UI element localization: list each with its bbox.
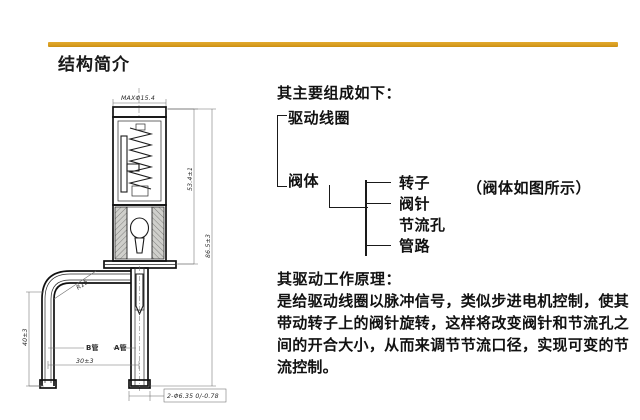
page-title: 结构简介 [58,55,130,75]
part-pipeline: 管路 [365,236,545,257]
composition-tree: 驱动线圈 阀体 转子 阀针 节流孔 管路 （阀体如图所示） [277,107,637,256]
inner-bracket [365,180,367,256]
svg-text:86.5±3: 86.5±3 [205,234,212,258]
part-rotor: 转子 [365,173,545,194]
dim-height-upper: 53.4±1 [168,108,198,265]
composition-block: 其主要组成如下： 驱动线圈 阀体 转子 阀针 节流孔 管路 [277,82,637,256]
principle-heading: 其驱动工作原理： [277,270,402,288]
svg-text:MAXΦ15.4: MAXΦ15.4 [121,95,155,102]
svg-text:53.4±1: 53.4±1 [187,167,194,191]
outlet-tube-a [130,266,149,393]
dim-left-vertical: 40±3 [22,291,44,387]
part-valve-needle: 阀针 [365,194,545,215]
part-label: 节流孔 [399,216,446,234]
part-label: 管路 [399,237,431,255]
svg-text:A管: A管 [114,343,127,352]
outer-bracket [277,115,287,187]
composition-heading: 其主要组成如下： [277,84,402,102]
valve-technical-drawing: MAXΦ15.4 [18,78,268,414]
principle-body: 是给驱动线圈以脉冲信号，类似步进电机控制，使其带动转子上的阀针旋转，这样将改变阀… [277,292,629,376]
tick-mark [365,182,391,184]
inlet-tube-b-inner [44,273,131,383]
valve-body-parts-list: 转子 阀针 节流孔 管路 [365,173,545,257]
dim-bottom-width: 30±3 [47,358,140,369]
component-driver-coil: 驱动线圈 [288,109,351,127]
dim-port-note: 2-Φ6.35 0/-0.78 [128,388,227,403]
svg-text:B管: B管 [86,343,99,352]
accent-rule [48,42,618,47]
dim-top-diameter: MAXΦ15.4 [112,88,167,118]
svg-text:2-Φ6.35 0/-0.78: 2-Φ6.35 0/-0.78 [167,393,219,400]
svg-text:40±3: 40±3 [22,328,29,346]
svg-text:R15: R15 [75,279,90,292]
tube-a-end [128,379,151,389]
valve-body-section [103,204,177,269]
extension-lines [29,108,194,387]
tick-mark [365,224,391,225]
tree-connector [329,185,368,208]
part-orifice: 节流孔 [365,215,545,236]
tick-mark [365,203,391,205]
armature-arm [120,135,140,193]
tick-mark [365,245,391,247]
tube-labels: B管 A管 [48,343,136,352]
inlet-tube-b [41,270,131,386]
valve-body-aside-note: （阀体如图所示） [467,179,592,197]
principle-block: 其驱动工作原理： 是给驱动线圈以脉冲信号，类似步进电机控制，使其带动转子上的阀针… [277,268,629,378]
part-label: 转子 [399,174,431,192]
component-valve-body: 阀体 [288,172,320,190]
svg-text:30±3: 30±3 [76,358,94,365]
tube-b-end [39,379,57,389]
coil-spring [127,123,154,197]
part-label: 阀针 [399,195,431,213]
